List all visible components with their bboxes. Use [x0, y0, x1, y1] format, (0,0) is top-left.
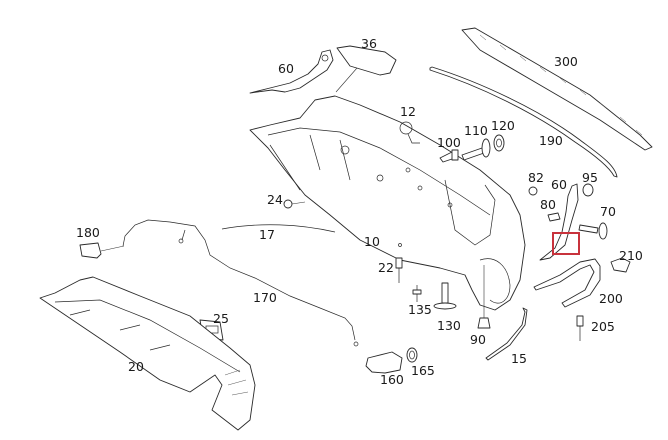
- callout-205: 205: [591, 319, 615, 334]
- callout-60-left: 60: [278, 61, 294, 76]
- callout-165: 165: [411, 363, 435, 378]
- part-17-strip: [221, 224, 336, 233]
- part-200-bracket: [533, 258, 601, 308]
- part-82-nut: [528, 186, 538, 196]
- part-180-sensor-bracket: [79, 242, 125, 259]
- callout-24: 24: [267, 192, 283, 207]
- callout-10: 10: [364, 234, 380, 249]
- callout-95: 95: [582, 170, 598, 185]
- callout-180: 180: [76, 225, 100, 240]
- callout-160: 160: [380, 372, 404, 387]
- part-165-ring: [406, 347, 418, 363]
- callout-12: 12: [400, 104, 416, 119]
- part-90-nut: [477, 265, 491, 329]
- callout-170: 170: [253, 290, 277, 305]
- callout-130: 130: [437, 318, 461, 333]
- callout-36: 36: [361, 36, 377, 51]
- callout-100: 100: [437, 135, 461, 150]
- part-36-reflector: [335, 45, 397, 93]
- part-210-clip: [610, 257, 631, 273]
- callout-15: 15: [511, 351, 527, 366]
- part-190-strip: [429, 66, 618, 178]
- part-12-clip: [399, 121, 420, 144]
- part-120-nut: [493, 134, 505, 152]
- callout-90: 90: [470, 332, 486, 347]
- part-135-fastener: [412, 285, 422, 302]
- callout-110: 110: [464, 123, 488, 138]
- part-110-screw: [461, 138, 491, 161]
- callout-17: 17: [259, 227, 275, 242]
- callout-60-right: 60: [551, 177, 567, 192]
- highlight-box: [552, 232, 580, 255]
- part-300-trim-strip: [461, 27, 653, 151]
- callout-200: 200: [599, 291, 623, 306]
- callout-22: 22: [378, 260, 394, 275]
- callout-190: 190: [539, 133, 563, 148]
- part-100-plug: [439, 149, 459, 163]
- callout-135: 135: [408, 302, 432, 317]
- part-15-strip: [485, 307, 528, 361]
- callout-210: 210: [619, 248, 643, 263]
- callout-300: 300: [554, 54, 578, 69]
- part-205-fastener: [576, 315, 584, 341]
- part-70-screw: [578, 222, 608, 240]
- part-60-bracket-right: [539, 183, 579, 261]
- callout-25: 25: [213, 311, 229, 326]
- part-130-screw: [433, 282, 457, 310]
- callout-20: 20: [128, 359, 144, 374]
- part-170-wiring-harness: [122, 219, 359, 347]
- part-60-bracket-left: [249, 49, 334, 94]
- part-160-sensor: [365, 351, 403, 374]
- callout-70: 70: [600, 204, 616, 219]
- part-24-grommet: [283, 199, 306, 209]
- part-20-lower-trim: [39, 276, 256, 431]
- callout-120: 120: [491, 118, 515, 133]
- part-95-grommet: [582, 183, 594, 197]
- part-22-fastener: [395, 257, 403, 283]
- part-10-bumper-cover: [249, 95, 526, 311]
- callout-82: 82: [528, 170, 544, 185]
- callout-80: 80: [540, 197, 556, 212]
- part-80-clip: [547, 212, 561, 222]
